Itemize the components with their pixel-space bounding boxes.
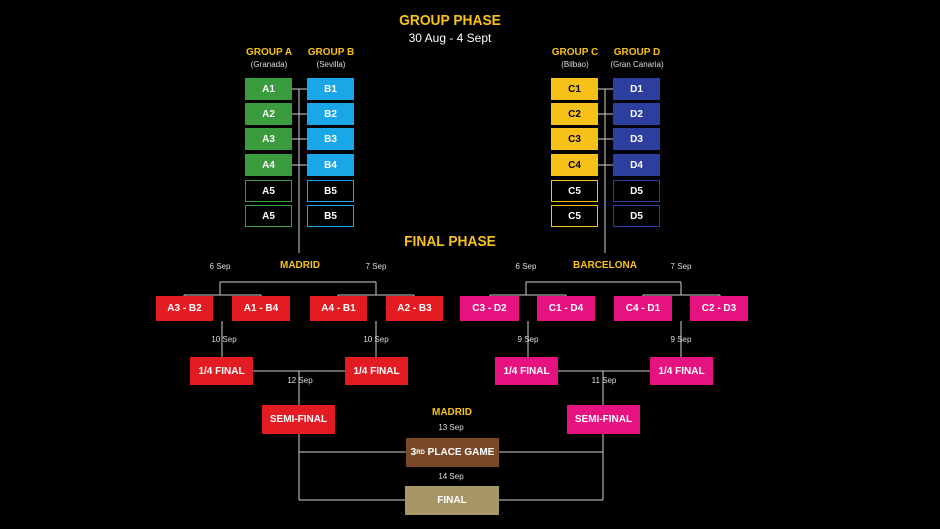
third-place-prefix: 3	[410, 447, 417, 458]
group-d-slot: D3	[613, 128, 660, 150]
group-a-slot: A5	[245, 205, 292, 227]
left-r16-date-right: 7 Sep	[365, 262, 387, 271]
group-phase-title: GROUP PHASE	[399, 12, 501, 29]
right-qf-date-right: 9 Sep	[670, 335, 692, 344]
group-c-slot: C5	[551, 205, 598, 227]
quarter-final-box: 1/4 FINAL	[190, 357, 253, 385]
final-phase-title: FINAL PHASE	[404, 233, 496, 250]
left-sf-date: 12 Sep	[287, 376, 313, 385]
group-b-slot: B2	[307, 103, 354, 125]
left-qf-date-right: 10 Sep	[363, 335, 389, 344]
group-d-city: (Gran Canaria)	[610, 60, 664, 69]
left-qf-date-left: 10 Sep	[211, 335, 237, 344]
third-place-date: 13 Sep	[438, 423, 464, 432]
final-date: 14 Sep	[438, 472, 464, 481]
group-a-slot: A4	[245, 154, 292, 176]
group-c-slot: C2	[551, 103, 598, 125]
group-b-city: (Sevilla)	[316, 60, 346, 69]
match-box: A4 - B1	[310, 296, 367, 321]
match-box: A1 - B4	[232, 296, 290, 321]
group-c-slot: C5	[551, 180, 598, 202]
group-phase-dates: 30 Aug - 4 Sept	[408, 31, 492, 45]
right-r16-date-right: 7 Sep	[670, 262, 692, 271]
group-d-title: GROUP D	[613, 47, 661, 58]
group-d-slot: D2	[613, 103, 660, 125]
quarter-final-box: 1/4 FINAL	[345, 357, 408, 385]
left-r16-date-left: 6 Sep	[209, 262, 231, 271]
group-a-title: GROUP A	[245, 47, 293, 58]
match-box: C1 - D4	[537, 296, 595, 321]
group-a-slot: A2	[245, 103, 292, 125]
group-c-slot: C4	[551, 154, 598, 176]
final-box: FINAL	[405, 486, 499, 515]
semi-final-box: SEMI-FINAL	[262, 405, 335, 434]
quarter-final-box: 1/4 FINAL	[495, 357, 558, 385]
group-a-city: (Granada)	[250, 60, 288, 69]
group-c-city: (Bilbao)	[561, 60, 589, 69]
group-b-slot: B4	[307, 154, 354, 176]
right-r16-date-left: 6 Sep	[515, 262, 537, 271]
group-a-slot: A3	[245, 128, 292, 150]
group-c-title: GROUP C	[551, 47, 599, 58]
third-place-label: PLACE GAME	[424, 447, 495, 458]
group-b-title: GROUP B	[307, 47, 355, 58]
group-d-slot: D5	[613, 205, 660, 227]
left-bracket-city: MADRID	[280, 260, 320, 271]
group-a-slot: A5	[245, 180, 292, 202]
finals-city: MADRID	[432, 407, 472, 418]
match-box: A3 - B2	[156, 296, 213, 321]
group-a-slot: A1	[245, 78, 292, 100]
group-d-slot: D5	[613, 180, 660, 202]
group-b-slot: B5	[307, 205, 354, 227]
right-qf-date-left: 9 Sep	[517, 335, 539, 344]
semi-final-box: SEMI-FINAL	[567, 405, 640, 434]
group-c-slot: C3	[551, 128, 598, 150]
match-box: C2 - D3	[690, 296, 748, 321]
match-box: C3 - D2	[460, 296, 519, 321]
group-b-slot: B5	[307, 180, 354, 202]
group-d-slot: D4	[613, 154, 660, 176]
group-b-slot: B3	[307, 128, 354, 150]
quarter-final-box: 1/4 FINAL	[650, 357, 713, 385]
right-bracket-city: BARCELONA	[573, 260, 637, 271]
match-box: C4 - D1	[614, 296, 672, 321]
group-c-slot: C1	[551, 78, 598, 100]
right-sf-date: 11 Sep	[591, 376, 617, 385]
group-d-slot: D1	[613, 78, 660, 100]
match-box: A2 - B3	[386, 296, 443, 321]
group-b-slot: B1	[307, 78, 354, 100]
third-place-sup: RD	[416, 449, 425, 456]
